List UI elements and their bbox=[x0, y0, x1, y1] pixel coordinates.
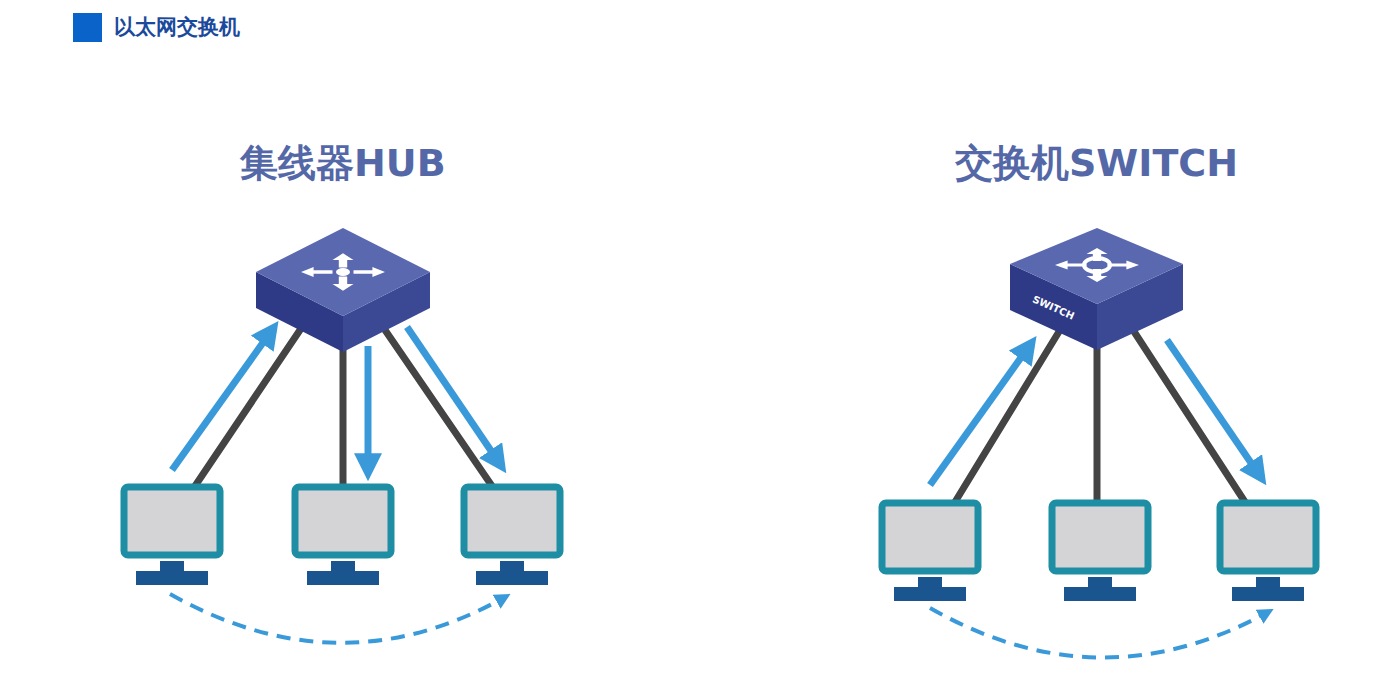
hub-links bbox=[195, 330, 492, 486]
switch-device bbox=[1010, 228, 1183, 350]
switch-links bbox=[955, 330, 1245, 502]
pc-icon bbox=[882, 503, 1316, 601]
title-square bbox=[73, 13, 102, 42]
dashed-flow bbox=[170, 594, 505, 643]
pc-icon bbox=[124, 487, 560, 585]
dashed-flow bbox=[930, 608, 1268, 658]
section-heading: 集线器HUB bbox=[240, 138, 446, 188]
section-heading: 交换机SWITCH bbox=[955, 138, 1238, 188]
data-flow-arrows bbox=[930, 340, 1260, 485]
data-flow-arrows bbox=[172, 327, 500, 470]
page-title: 以太网交换机 bbox=[114, 13, 240, 42]
hub-device bbox=[256, 228, 430, 352]
